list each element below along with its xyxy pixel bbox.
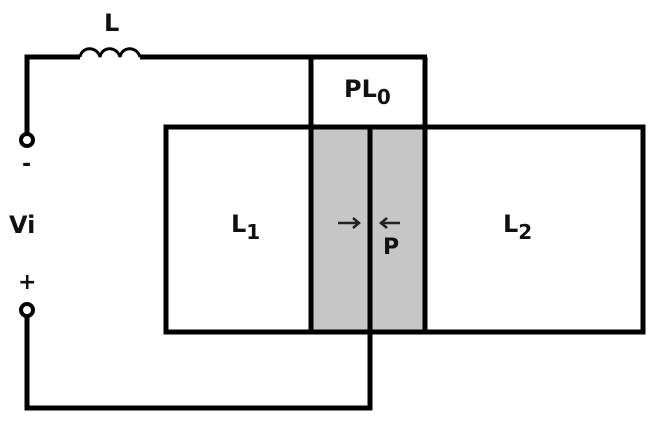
main-rectangle xyxy=(163,124,646,335)
minus-terminal-icon xyxy=(19,132,35,148)
inductor-icon xyxy=(78,47,142,58)
pl0-label: PL0 xyxy=(344,75,391,109)
arrow-left-icon xyxy=(379,217,400,229)
plus-terminal-icon xyxy=(19,302,35,318)
l2-label: L2 xyxy=(503,210,533,244)
arrow-right-icon xyxy=(338,217,361,229)
polarization-label: P xyxy=(383,235,400,260)
inductor-label: L xyxy=(104,9,120,37)
l1-label: L1 xyxy=(231,210,261,244)
top-wire xyxy=(24,54,80,134)
source-label: Vi xyxy=(9,211,36,239)
minus-label: - xyxy=(22,152,32,177)
bottom-wire xyxy=(24,316,372,411)
plus-label: + xyxy=(18,270,37,295)
